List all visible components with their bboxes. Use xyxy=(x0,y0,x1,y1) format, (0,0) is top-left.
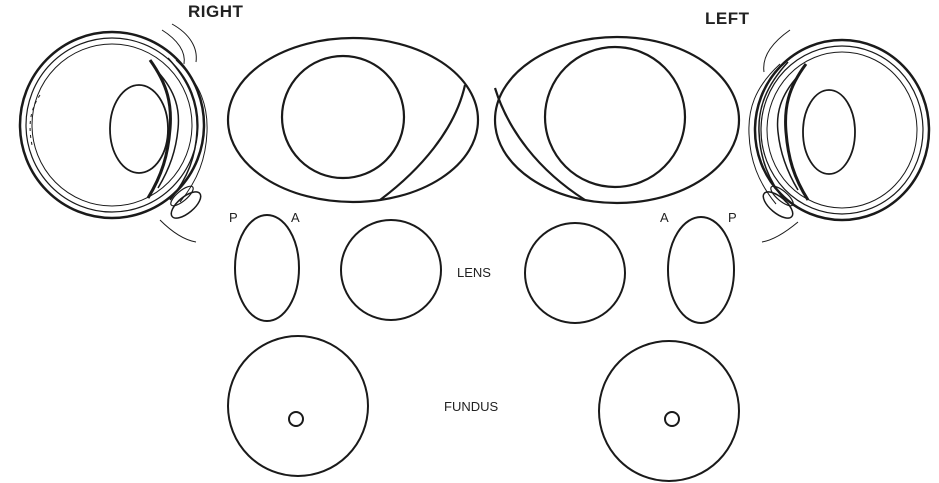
right-lens-side-view xyxy=(235,215,299,321)
left-fundus-diagram xyxy=(599,341,739,481)
left-lens-side-view xyxy=(668,217,734,323)
right-lens-anterior-label: A xyxy=(291,210,300,225)
left-lens-front-view xyxy=(525,223,625,323)
right-eye-cross-section-icon xyxy=(20,24,207,242)
left-eye-cross-section-icon xyxy=(749,30,929,242)
left-eye-front-view xyxy=(495,37,739,203)
lens-section-label: LENS xyxy=(457,265,491,280)
right-eye-front-view xyxy=(228,38,478,202)
left-lens-anterior-label: A xyxy=(660,210,669,225)
right-lens-posterior-label: P xyxy=(229,210,238,225)
right-lens-front-view xyxy=(341,220,441,320)
left-lens-posterior-label: P xyxy=(728,210,737,225)
left-optic-disc xyxy=(665,412,679,426)
fundus-section-label: FUNDUS xyxy=(444,399,498,414)
right-fundus-diagram xyxy=(228,336,368,476)
right-optic-disc xyxy=(289,412,303,426)
